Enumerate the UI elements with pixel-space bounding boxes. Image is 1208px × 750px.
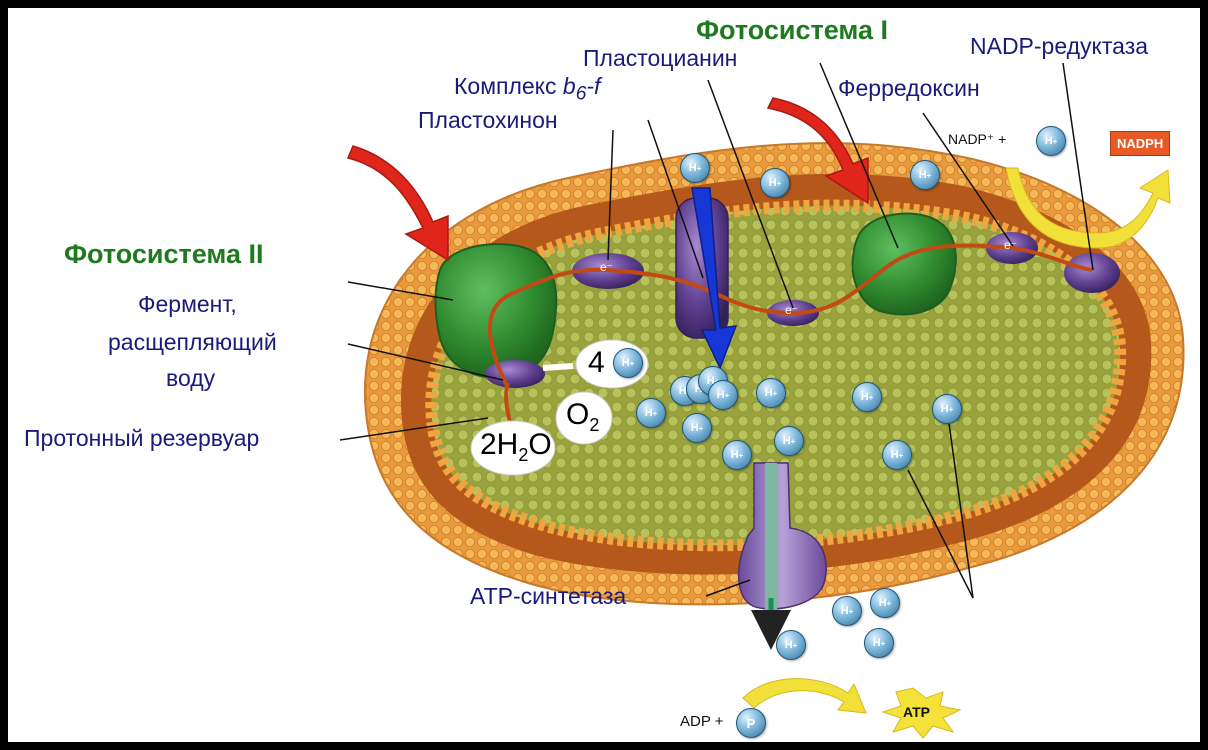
proton-ion: H+ [680, 153, 710, 183]
phosphate-symbol: P [747, 716, 756, 731]
ion-plus: + [949, 405, 954, 414]
ion-plus: + [697, 164, 702, 173]
enzyme-label-line3: воду [166, 366, 215, 391]
diagram-frame: Фотосистема I NADP-редуктаза Пластоциани… [8, 8, 1200, 742]
o2-sub: 2 [589, 415, 599, 435]
proton-reservoir-label: Протонный резервуар [24, 426, 259, 451]
ion-h: H [769, 177, 777, 189]
complex-b: b [563, 73, 576, 99]
oxygen-label: O2 [566, 398, 599, 436]
o2-o: O [566, 398, 589, 431]
electron-label-plastoquinone: e⁻ [600, 261, 613, 274]
ion-h: H [622, 357, 630, 369]
proton-ion: H+ [932, 394, 962, 424]
complex-b6f-label: Комплекс b6-f [454, 74, 600, 105]
ion-plus: + [791, 437, 796, 446]
atp-synthase-channel [765, 463, 777, 613]
water-post: O [528, 428, 551, 461]
photosystem-1-complex [852, 214, 955, 315]
water-sub: 2 [518, 445, 528, 465]
nadp-reductase-label: NADP-редуктаза [970, 34, 1148, 59]
nadp-plus-text: NADP⁺ + [948, 132, 1006, 147]
nadph-badge: NADPH [1110, 131, 1170, 156]
photosystem-2-label: Фотосистема II [64, 240, 264, 270]
phosphate-ion: P [736, 708, 766, 738]
ion-plus: + [899, 451, 904, 460]
ion-h: H [645, 407, 653, 419]
ion-plus: + [849, 607, 854, 616]
bubble-proton-ion: H+ [613, 348, 643, 378]
ion-h: H [691, 422, 699, 434]
four-label: 4 [588, 346, 605, 380]
ion-h: H [919, 169, 927, 181]
proton-ion: H+ [682, 413, 712, 443]
ion-plus: + [1053, 137, 1058, 146]
ion-h: H [879, 597, 887, 609]
plastocyanin-label: Пластоцианин [583, 46, 737, 71]
ion-plus: + [739, 451, 744, 460]
plastoquinone-label: Пластохинон [418, 108, 558, 133]
water-splitting-enzyme [485, 360, 545, 388]
proton-ion: H+ [722, 440, 752, 470]
ion-plus: + [699, 424, 704, 433]
proton-ion: H+ [756, 378, 786, 408]
photosystem-1-label: Фотосистема I [696, 16, 888, 46]
ion-h: H [717, 389, 725, 401]
ion-plus: + [927, 171, 932, 180]
proton-ion: H+ [864, 628, 894, 658]
ion-plus: + [887, 599, 892, 608]
enzyme-label-line1: Фермент, [138, 292, 237, 317]
proton-ion: H+ [882, 440, 912, 470]
atp-formation-arrow [743, 679, 866, 713]
ion-h: H [841, 605, 849, 617]
proton-ion: H+ [636, 398, 666, 428]
complex-suffix: -f [586, 73, 600, 99]
ion-plus: + [793, 641, 798, 650]
electron-label-ferredoxin: e⁻ [1004, 239, 1017, 252]
proton-ion: H+ [708, 380, 738, 410]
atp-text: ATP [903, 705, 930, 720]
ion-h: H [1045, 135, 1053, 147]
ferredoxin-label: Ферредоксин [838, 76, 980, 101]
bubble-white-arrow [543, 366, 573, 368]
ion-plus: + [881, 639, 886, 648]
ion-h: H [861, 391, 869, 403]
ion-h: H [941, 403, 949, 415]
ion-plus: + [869, 393, 874, 402]
proton-ion: H+ [870, 588, 900, 618]
ion-plus: + [773, 389, 778, 398]
proton-ion: H+ [760, 168, 790, 198]
complex-sub: 6 [576, 84, 587, 105]
ion-plus: + [777, 179, 782, 188]
electron-label-plastocyanin: e⁻ [785, 304, 798, 317]
complex-prefix: Комплекс [454, 73, 563, 99]
ion-plus: + [630, 359, 635, 368]
water-pre: 2H [480, 428, 518, 461]
proton-ion: H+ [776, 630, 806, 660]
ion-plus: + [725, 391, 730, 400]
ion-h: H [783, 435, 791, 447]
light-arrow-photosystem-2 [348, 146, 448, 260]
ion-h: H [765, 387, 773, 399]
atp-synthase-label: ATP-синтетаза [470, 584, 626, 609]
adp-plus-text: ADP + [680, 714, 724, 731]
ion-h: H [891, 449, 899, 461]
ion-h: H [731, 449, 739, 461]
proton-ion: H+ [774, 426, 804, 456]
proton-ion: H+ [910, 160, 940, 190]
ion-h: H [689, 162, 697, 174]
ion-h: H [873, 637, 881, 649]
ion-plus: + [653, 409, 658, 418]
proton-ion: H+ [852, 382, 882, 412]
proton-ion: H+ [832, 596, 862, 626]
water-label: 2H2O [480, 428, 552, 466]
ion-h: H [785, 639, 793, 651]
enzyme-label-line2: расщепляющий [108, 330, 277, 355]
nadp-proton-ion: H+ [1036, 126, 1066, 156]
